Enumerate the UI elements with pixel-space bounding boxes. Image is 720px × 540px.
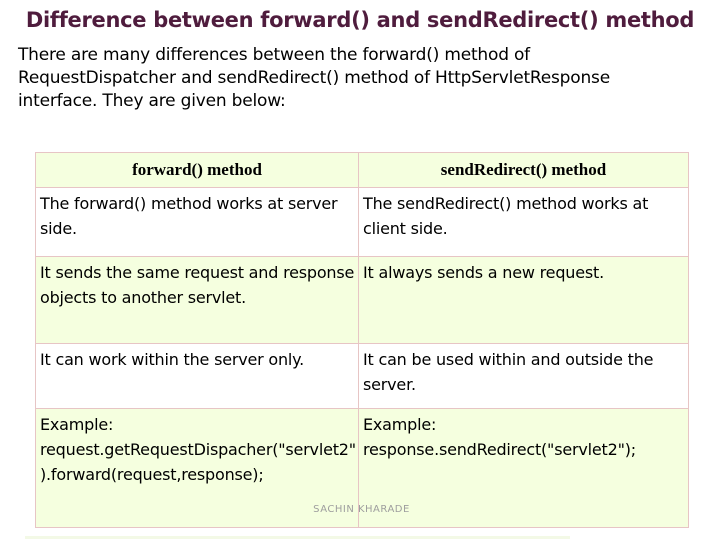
cell-works-side-forward: The forward() method works at server sid… <box>35 187 359 257</box>
cell-works-side-sendredirect: The sendRedirect() method works at clien… <box>358 187 689 257</box>
comparison-table: forward() method sendRedirect() method T… <box>35 152 689 528</box>
intro-paragraph: There are many differences between the f… <box>18 45 610 111</box>
table-row: Example: request.getRequestDispacher("se… <box>35 408 689 528</box>
cell-request-object-sendredirect: It always sends a new request. <box>358 256 689 344</box>
cell-request-object-forward: It sends the same request and response o… <box>35 256 359 344</box>
table-header-sendredirect: sendRedirect() method <box>358 152 689 188</box>
bottom-edge-artifact <box>25 536 570 539</box>
table-row: The forward() method works at server sid… <box>35 187 689 257</box>
watermark: SACHIN KHARADE <box>313 504 410 515</box>
table-header-row: forward() method sendRedirect() method <box>35 152 689 188</box>
cell-scope-sendredirect: It can be used within and outside the se… <box>358 343 689 409</box>
cell-example-forward: Example: request.getRequestDispacher("se… <box>35 408 359 528</box>
table-header-forward: forward() method <box>35 152 359 188</box>
cell-example-sendredirect: Example: response.sendRedirect("servlet2… <box>358 408 689 528</box>
page-title: Difference between forward() and sendRed… <box>25 8 695 32</box>
table-row: It sends the same request and response o… <box>35 256 689 344</box>
cell-scope-forward: It can work within the server only. <box>35 343 359 409</box>
table-row: It can work within the server only. It c… <box>35 343 689 409</box>
